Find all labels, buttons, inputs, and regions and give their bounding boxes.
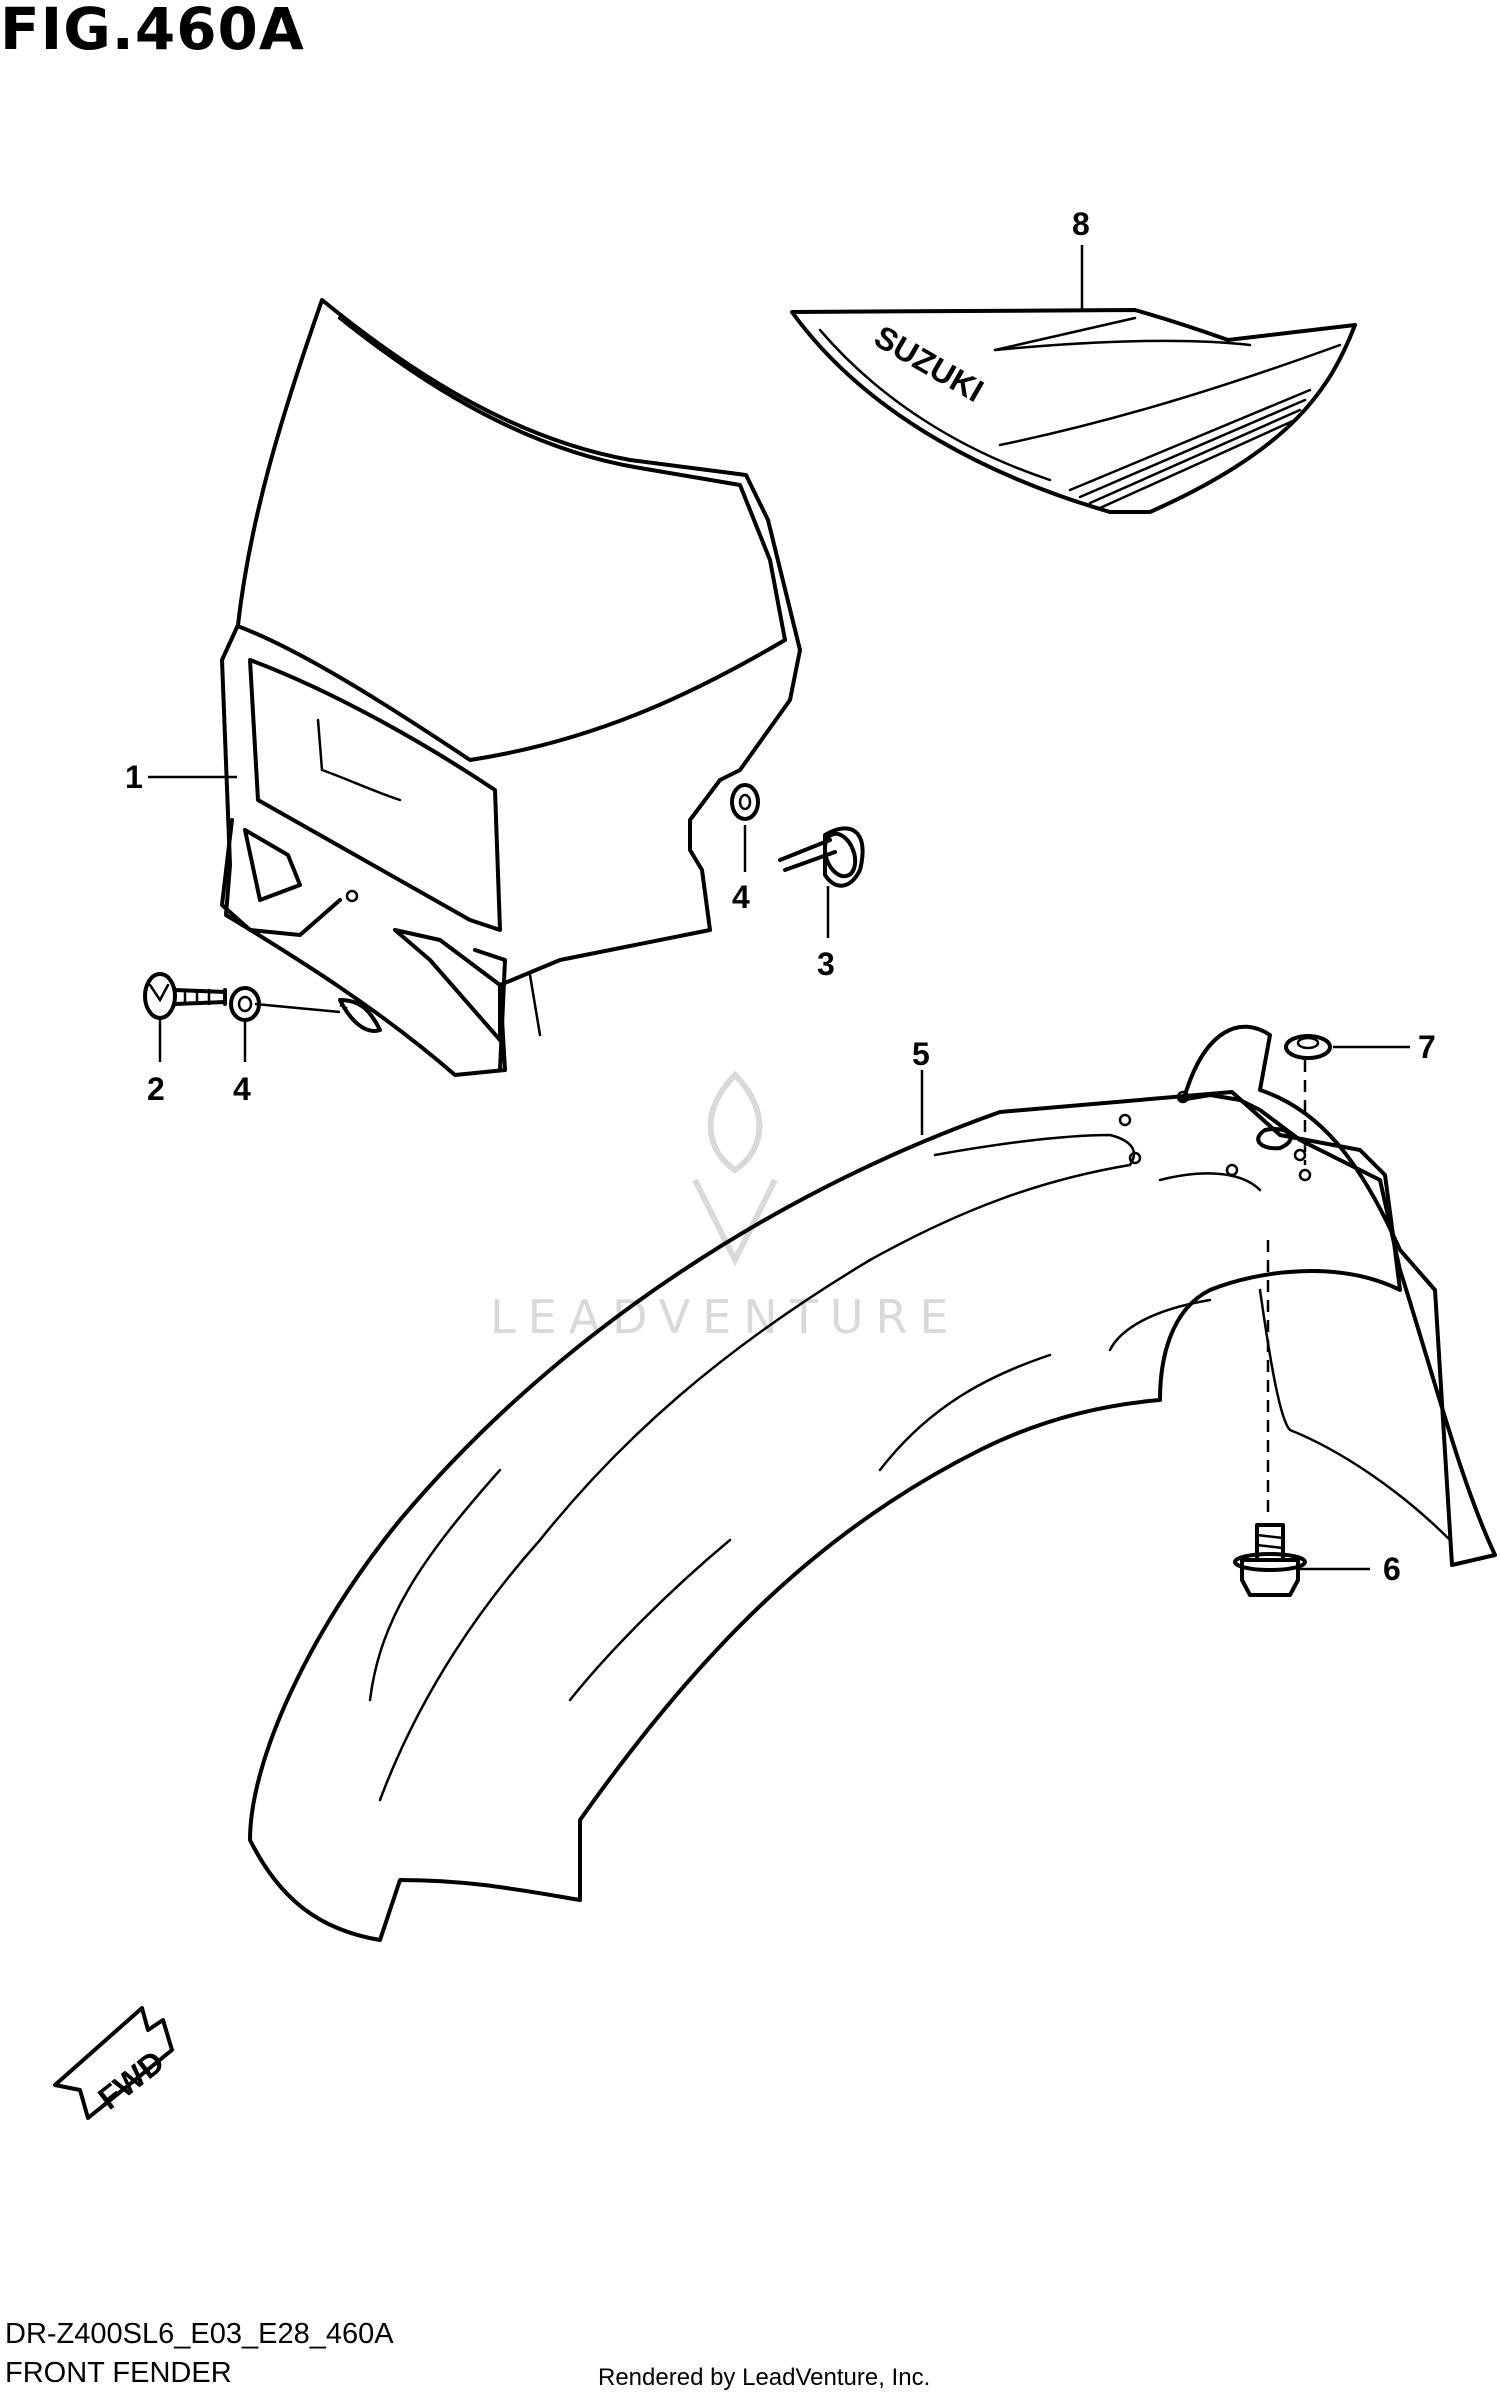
fender-decal [790, 308, 1357, 514]
bolt-part-6 [1233, 1523, 1307, 1597]
grommet-part-7 [1284, 1034, 1332, 1060]
section-title: FRONT FENDER [5, 2357, 232, 2389]
fwd-arrow-icon [53, 2006, 174, 2120]
model-code: DR-Z400SL6_E03_E28_460A [5, 2318, 394, 2350]
grommet-part-4-lower [229, 986, 261, 1022]
screw-part-2 [143, 972, 227, 1020]
figure-title: FIG.460A [0, 0, 305, 63]
callout-4-lower: 4 [233, 1071, 251, 1107]
headlight-housing [220, 298, 802, 1077]
render-credit: Rendered by LeadVenture, Inc. [598, 2364, 931, 2391]
screw-part-3 [778, 826, 865, 888]
decal-text: SUZUKI [868, 318, 989, 409]
callout-8: 8 [1072, 206, 1090, 242]
leader-lines [148, 245, 1410, 1571]
callout-5: 5 [912, 1036, 930, 1072]
callout-7: 7 [1418, 1029, 1436, 1065]
front-fender [248, 1024, 1497, 1942]
watermark-text: LEADVENTURE [490, 1290, 961, 1344]
callout-1: 1 [125, 759, 143, 795]
watermark-logo [692, 1070, 778, 1267]
grommet-part-4-upper [730, 783, 760, 821]
callout-3: 3 [817, 946, 835, 982]
callout-4-upper: 4 [732, 879, 750, 915]
callout-6: 6 [1383, 1551, 1401, 1587]
callout-2: 2 [147, 1071, 165, 1107]
